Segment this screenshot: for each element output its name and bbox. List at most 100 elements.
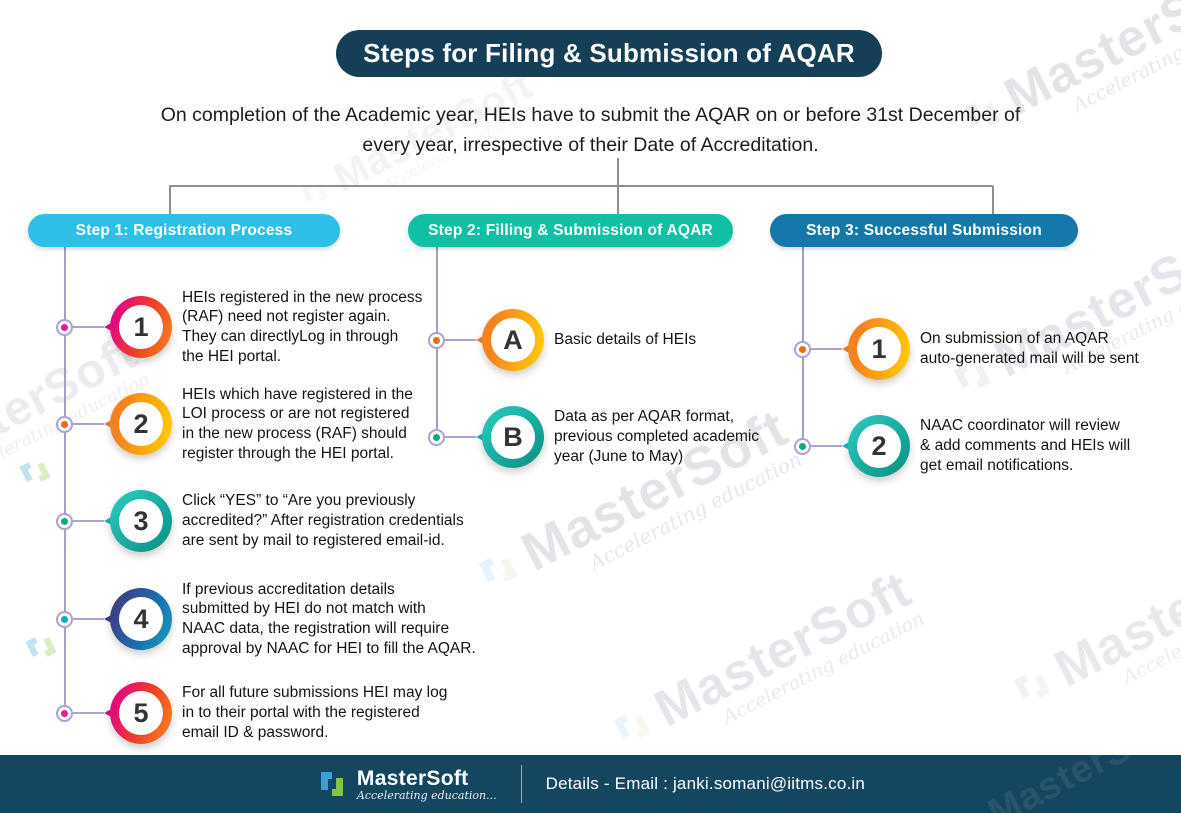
marker-ring: 2: [848, 415, 910, 477]
item-text: HEIs registered in the new process (RAF)…: [182, 288, 423, 365]
node-dot: [61, 420, 68, 428]
node-dot: [799, 345, 806, 353]
step-badge-marker: 5: [104, 680, 172, 746]
connector-drop-step1: [169, 186, 171, 215]
step-badge-marker: A: [476, 307, 544, 373]
list-item-step2-b: B Data as per AQAR format, previous comp…: [428, 404, 759, 470]
mastersoft-logo-icon: [478, 557, 518, 583]
marker-ring: B: [482, 406, 544, 468]
step2-header: Step 2: Filling & Submission of AQAR: [408, 214, 733, 247]
node-dot: [61, 615, 68, 623]
timeline-node: [56, 610, 73, 628]
badge-letter: A: [491, 318, 535, 362]
brand-tagline: Accelerating education...: [356, 788, 497, 802]
node-dot: [433, 433, 440, 441]
badge-number: 1: [119, 305, 163, 349]
list-item-step1-5: 5 For all future submissions HEI may log…: [56, 680, 447, 746]
subtitle-text: On completion of the Academic year, HEIs…: [160, 104, 1021, 157]
node-dot: [61, 709, 68, 717]
mastersoft-logo-icon: [320, 772, 343, 796]
node-connector-line: [811, 445, 842, 447]
marker-ring: 4: [110, 588, 172, 650]
item-text: NAAC coordinator will review & add comme…: [920, 417, 1131, 474]
node-connector-line: [73, 423, 104, 425]
marker-ring: 3: [110, 490, 172, 552]
page-title: Steps for Filing & Submission of AQAR: [363, 38, 855, 68]
timeline-node: [56, 512, 73, 530]
list-item-step3-1: 1 On submission of an AQAR auto-generate…: [794, 316, 1139, 382]
item-text: HEIs which have registered in the LOI pr…: [182, 385, 413, 462]
timeline-node: [56, 704, 73, 722]
badge-number: 2: [119, 402, 163, 446]
item-text: If previous accreditation details submit…: [182, 580, 476, 657]
mastersoft-logo-icon: [19, 461, 51, 483]
node-dot: [433, 336, 440, 344]
node-connector-line: [73, 618, 104, 620]
node-connector-line: [73, 520, 104, 522]
marker-ring: 1: [110, 296, 172, 358]
step1-header-label: Step 1: Registration Process: [75, 221, 293, 239]
footer-contact-email: Details - Email : janki.somani@iitms.co.…: [545, 774, 866, 793]
badge-number: 3: [119, 499, 163, 543]
mastersoft-logo-icon: [25, 636, 57, 658]
watermark-brand: MasterSoft: [1045, 520, 1181, 699]
timeline-step1: [64, 247, 66, 713]
watermark-tagline: Accelerating education: [719, 607, 929, 729]
marker-ring: 1: [848, 318, 910, 380]
marker-ring: 2: [110, 393, 172, 455]
badge-number: 2: [857, 424, 901, 468]
timeline-node: [428, 331, 445, 349]
badge-letter: B: [491, 415, 535, 459]
step-badge-marker: 3: [104, 488, 172, 554]
mastersoft-logo-icon: [613, 714, 651, 739]
watermark: MasterSoft Accelerating education: [601, 560, 928, 777]
watermark: MasterSoft Accelerating education: [1001, 520, 1181, 737]
node-connector-line: [445, 436, 476, 438]
list-item-step1-1: 1 HEIs registered in the new process (RA…: [56, 289, 422, 365]
list-item-step1-4: 4 If previous accreditation details subm…: [56, 581, 476, 657]
step-badge-marker: 1: [842, 316, 910, 382]
timeline-node: [56, 415, 73, 433]
badge-number: 5: [119, 691, 163, 735]
mastersoft-logo-icon: [1013, 674, 1051, 699]
item-text: Click “YES” to “Are you previously accre…: [182, 492, 464, 549]
connector-rail: [169, 185, 993, 187]
timeline-node: [794, 340, 811, 358]
node-connector-line: [73, 712, 104, 714]
marker-ring: A: [482, 309, 544, 371]
watermark-tagline: Accelerating education: [1119, 568, 1181, 689]
badge-number: 1: [857, 327, 901, 371]
badge-number: 4: [119, 597, 163, 641]
mastersoft-logo-icon: [300, 183, 329, 202]
step-badge-marker: 4: [104, 586, 172, 652]
brand-name: MasterSoft: [356, 766, 469, 790]
step3-header-label: Step 3: Successful Submission: [806, 221, 1042, 239]
title-banner: Steps for Filing & Submission of AQAR: [336, 30, 882, 77]
connector-stem: [617, 158, 619, 186]
node-connector-line: [73, 326, 104, 328]
footer-divider: [520, 765, 522, 803]
node-connector-line: [811, 348, 842, 350]
node-connector-line: [445, 339, 476, 341]
connector-drop-step2: [617, 186, 619, 215]
timeline-node: [794, 437, 811, 455]
item-text: On submission of an AQAR auto-generated …: [920, 330, 1139, 367]
list-item-step1-3: 3 Click “YES” to “Are you previously acc…: [56, 488, 464, 554]
connector-drop-step3: [992, 186, 994, 215]
step-badge-marker: 1: [104, 294, 172, 360]
list-item-step2-a: A Basic details of HEIs: [428, 307, 696, 373]
timeline-node: [428, 428, 445, 446]
node-dot: [61, 517, 68, 525]
mastersoft-logo: MasterSoft Accelerating education...: [316, 767, 497, 802]
footer-bar: MasterSoft Accelerating education... Det…: [0, 755, 1181, 813]
item-text: For all future submissions HEI may log i…: [182, 684, 448, 741]
step-badge-marker: 2: [104, 391, 172, 457]
item-text: Data as per AQAR format, previous comple…: [554, 408, 760, 465]
item-text: Basic details of HEIs: [554, 331, 697, 349]
step-badge-marker: B: [476, 404, 544, 470]
watermark-brand: MasterSoft: [645, 560, 921, 739]
step1-header: Step 1: Registration Process: [28, 214, 340, 247]
step2-header-label: Step 2: Filling & Submission of AQAR: [428, 221, 713, 239]
step3-header: Step 3: Successful Submission: [770, 214, 1078, 247]
